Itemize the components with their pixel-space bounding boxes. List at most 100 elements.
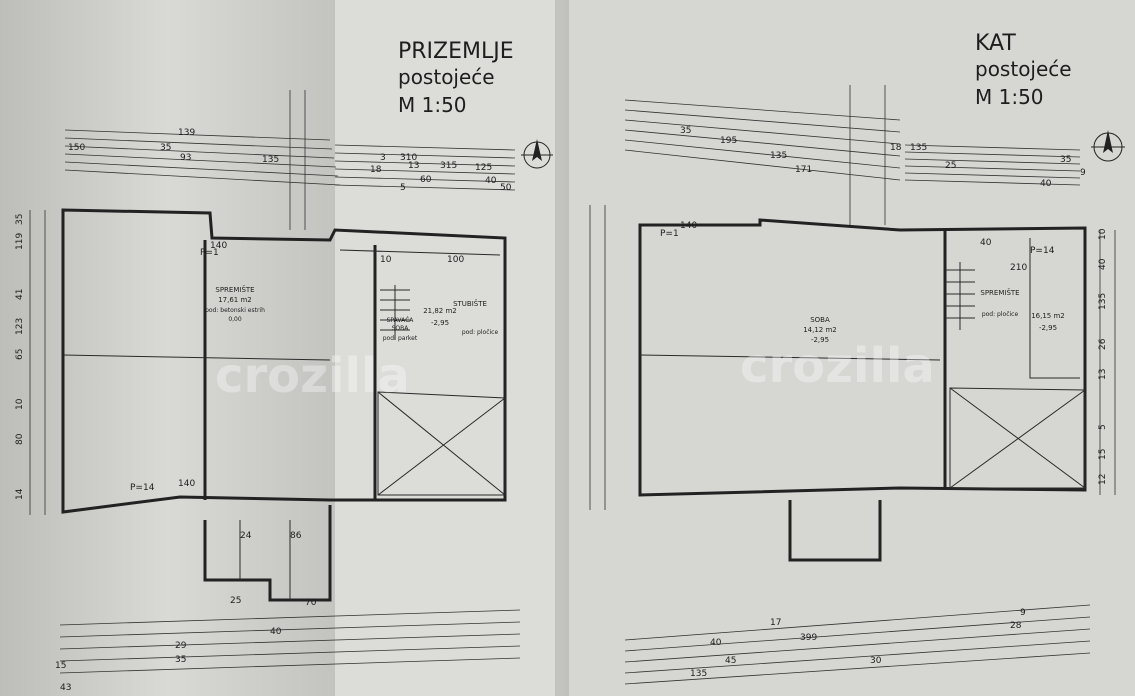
dimension-line xyxy=(624,119,901,145)
dimension-label: 399 xyxy=(800,633,817,643)
room-label-soba: SOBA 14,12 m2 -2,95 xyxy=(803,316,837,344)
room-line: pod: pločice xyxy=(982,311,1019,318)
dimension-label: 135 xyxy=(770,151,787,161)
room-line: SPREMIŠTE xyxy=(215,285,254,294)
right-void-cross xyxy=(949,387,1086,489)
right-title: KAT postojeće M 1:50 xyxy=(975,31,1072,109)
room-line: -2,95 xyxy=(1039,324,1057,332)
dimension-label: 9 xyxy=(1080,168,1086,178)
dimension-line xyxy=(64,169,341,186)
right-side-dimension-lines-left xyxy=(589,205,606,510)
right-dimension-labels: 3519513517113535402518910401352613515123… xyxy=(660,126,1108,679)
room-line: STUBIŠTE xyxy=(453,299,487,308)
right-inner-room xyxy=(1029,238,1080,379)
dimension-label: 315 xyxy=(440,161,457,171)
dimension-label: 18 xyxy=(370,165,382,175)
right-title-line-2: postojeće xyxy=(975,57,1072,81)
dimension-line xyxy=(624,99,901,121)
room-line: SPAVAĆA xyxy=(387,317,415,324)
dimension-label: 70 xyxy=(305,598,317,608)
dimension-label: 40 xyxy=(485,176,497,186)
room-label-spavaca: SPAVAĆA SOBA pod: parket xyxy=(383,317,418,342)
dimension-label: 28 xyxy=(1010,621,1022,631)
dimension-label: 40 xyxy=(1098,258,1108,270)
left-title-line-1: PRIZEMLJE xyxy=(398,39,514,64)
room-label-spremiste: SPREMIŠTE 17,61 m2 pod: betonski estrih … xyxy=(205,285,265,323)
left-bottom-extension xyxy=(203,505,332,602)
left-title-line-3: M 1:50 xyxy=(398,93,467,117)
left-top-dimension-lines xyxy=(59,90,521,674)
left-staircase xyxy=(380,285,410,340)
left-sheet: PRIZEMLJE postojeće M 1:50 SPREMIŠTE 17,… xyxy=(15,39,553,693)
dimension-line xyxy=(624,149,901,181)
dimension-line xyxy=(64,153,337,168)
dimension-label: 9 xyxy=(1020,608,1026,618)
dimension-line xyxy=(64,145,335,159)
north-arrow-icon xyxy=(521,139,553,169)
dimension-label: 50 xyxy=(500,183,512,193)
dimension-label: 140 xyxy=(178,479,195,489)
dimension-label: 3 xyxy=(380,153,386,163)
dimension-line xyxy=(334,168,516,175)
dimension-label: 5 xyxy=(1098,424,1108,430)
dimension-label: 40 xyxy=(1040,179,1052,189)
room-line: 16,15 m2 xyxy=(1031,312,1065,320)
dimension-line xyxy=(64,161,339,177)
room-line: 14,12 m2 xyxy=(803,326,837,334)
dimension-line xyxy=(624,616,1091,652)
dimension-line xyxy=(64,129,331,141)
dimension-label: 135 xyxy=(262,155,279,165)
dimension-line xyxy=(334,184,516,191)
left-page-light xyxy=(335,0,565,696)
room-line: -2,95 xyxy=(811,336,829,344)
dimension-label: 93 xyxy=(180,153,191,163)
dimension-label: 5 xyxy=(400,183,406,193)
dimension-line xyxy=(59,633,521,650)
dimension-label: 35 xyxy=(680,126,691,136)
room-label-stubiste: STUBIŠTE 21,82 m2 -2,95 pod: pločice xyxy=(423,299,498,336)
dimension-label: 123 xyxy=(15,318,25,335)
room-line: 17,61 m2 xyxy=(218,296,252,304)
dimension-label: 80 xyxy=(15,433,25,445)
dimension-line xyxy=(904,144,1081,151)
dimension-line xyxy=(624,640,1091,674)
dimension-label: 10 xyxy=(380,255,392,265)
dimension-line xyxy=(334,144,516,151)
dimension-label: 86 xyxy=(290,531,302,541)
dimension-line xyxy=(334,176,516,183)
dimension-label: 140 xyxy=(210,241,227,251)
dimension-line xyxy=(904,172,1081,179)
dimension-label: 41 xyxy=(15,289,25,300)
right-side-dimension-lines-right xyxy=(1099,230,1116,495)
dimension-label: 135 xyxy=(690,669,707,679)
room-line: SPREMIŠTE xyxy=(980,288,1019,297)
dimension-line xyxy=(904,179,1081,186)
dimension-label: 40 xyxy=(980,238,992,248)
room-line: SOBA xyxy=(810,316,830,324)
left-title-line-2: postojeće xyxy=(398,65,495,89)
dimension-line xyxy=(624,129,901,157)
dimension-label: 60 xyxy=(420,175,432,185)
dimension-label: 125 xyxy=(475,163,492,173)
watermark: crozilla crozilla xyxy=(215,338,935,404)
dimension-line xyxy=(904,165,1081,172)
right-bottom-extension xyxy=(788,500,882,562)
dimension-label: 139 xyxy=(178,128,195,138)
left-void-cross xyxy=(377,391,506,496)
room-label-spremiste-kat: SPREMIŠTE 16,15 m2 pod: pločice -2,95 xyxy=(980,288,1064,332)
dimension-label: 100 xyxy=(447,255,464,265)
dimension-label: 40 xyxy=(710,638,722,648)
dimension-label: 210 xyxy=(1010,263,1027,273)
watermark-right: crozilla xyxy=(740,338,935,394)
dimension-line xyxy=(59,621,521,638)
dimension-label: 25 xyxy=(230,596,241,606)
dimension-line xyxy=(64,137,333,150)
dimension-label: 171 xyxy=(795,165,812,175)
dimension-label: 65 xyxy=(15,349,25,360)
dimension-label: 10 xyxy=(1098,228,1108,240)
dimension-line xyxy=(904,158,1081,165)
left-cross-line xyxy=(62,354,331,361)
dimension-label: 18 xyxy=(890,143,902,153)
dimension-label: 35 xyxy=(15,214,25,225)
